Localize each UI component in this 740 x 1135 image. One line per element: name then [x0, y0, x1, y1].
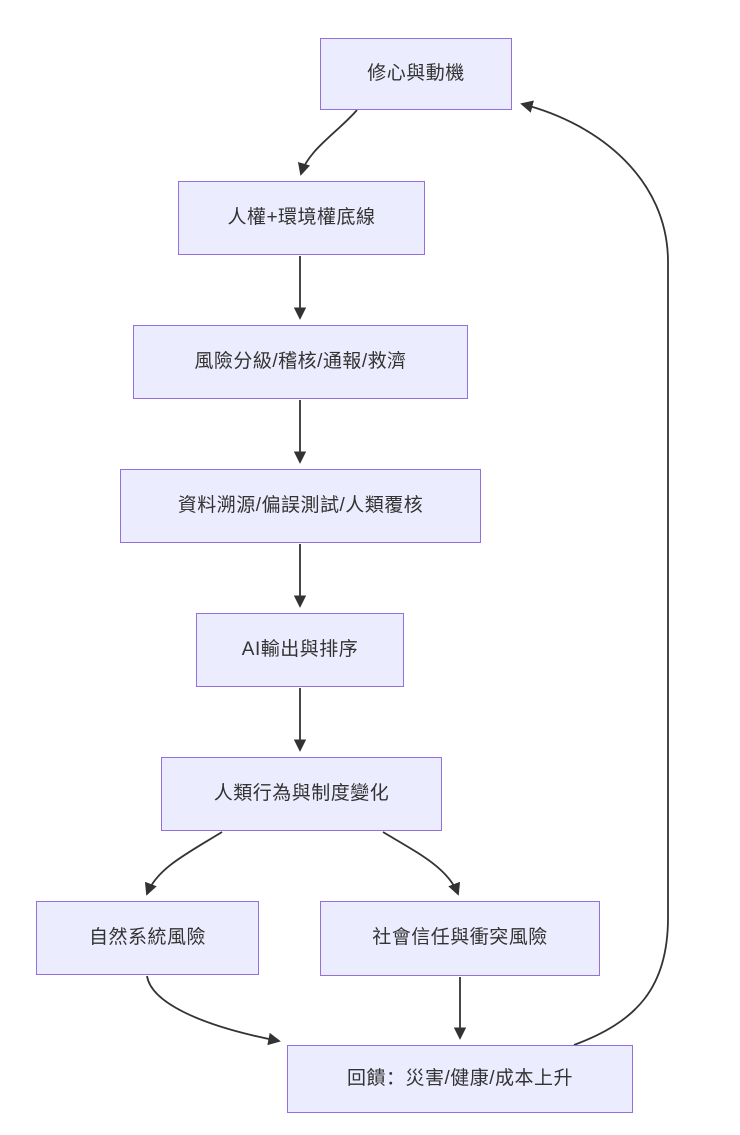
- node-label: 人權+環境權底線: [227, 206, 376, 228]
- edge-nature-to-feedback: [146, 975, 281, 1046]
- node-ai-output-ranking: AI輸出與排序: [196, 613, 404, 687]
- node-social-trust-conflict-risk: 社會信任與衝突風險: [320, 901, 600, 976]
- node-label: 自然系統風險: [88, 926, 206, 948]
- node-feedback-disaster-health-cost: 回饋：災害/健康/成本上升: [287, 1045, 633, 1113]
- node-data-provenance: 資料溯源/偏誤測試/人類覆核: [120, 469, 481, 543]
- edge-feedback-to-mind: [520, 100, 669, 1046]
- node-label: AI輸出與排序: [241, 638, 359, 660]
- edge-mind-to-rights: [297, 109, 358, 176]
- node-label: 社會信任與衝突風險: [372, 927, 548, 949]
- node-label: 資料溯源/偏誤測試/人類覆核: [177, 494, 424, 516]
- node-label: 回饋：災害/健康/成本上升: [346, 1067, 574, 1089]
- node-mind-motivation: 修心與動機: [320, 38, 512, 110]
- node-rights-baseline: 人權+環境權底線: [178, 181, 425, 255]
- node-label: 風險分級/稽核/通報/救濟: [194, 350, 407, 372]
- edge-behavior-to-social: [382, 831, 461, 896]
- node-behavior-institutions: 人類行為與制度變化: [161, 757, 442, 831]
- node-label: 人類行為與制度變化: [213, 782, 390, 804]
- node-natural-system-risk: 自然系統風險: [36, 901, 259, 975]
- node-risk-governance: 風險分級/稽核/通報/救濟: [133, 325, 468, 399]
- edge-behavior-to-nature: [144, 831, 223, 896]
- node-label: 修心與動機: [367, 62, 465, 84]
